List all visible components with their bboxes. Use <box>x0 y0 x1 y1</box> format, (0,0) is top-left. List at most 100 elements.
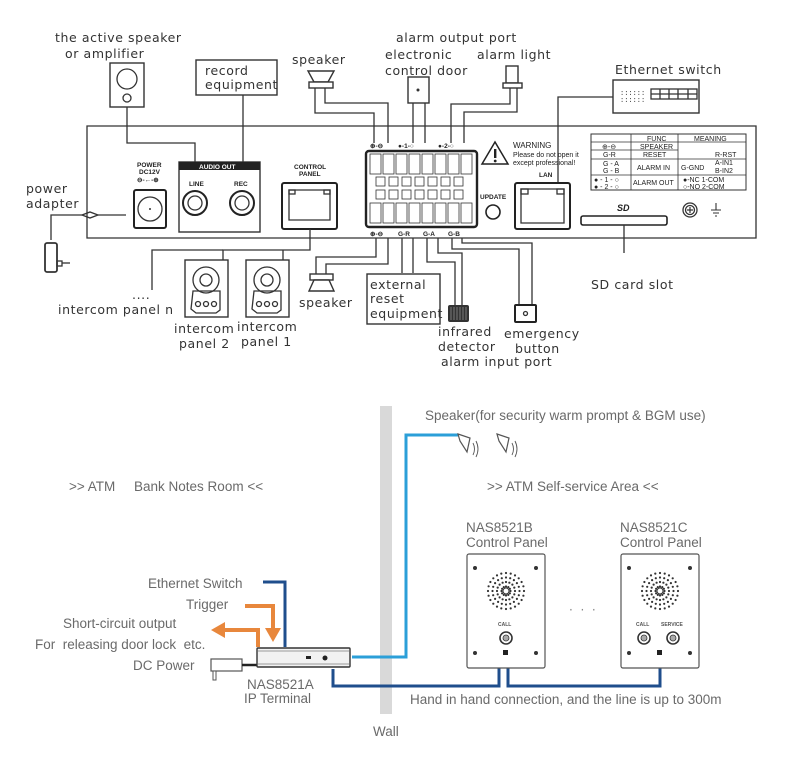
control-panel-c <box>620 553 700 669</box>
terminal-screw-slot <box>382 202 395 224</box>
active-speaker-icon <box>109 62 145 108</box>
speaker-grille-hole <box>655 592 658 595</box>
control-panel-b <box>466 553 546 669</box>
terminal-release-slot <box>440 189 451 200</box>
power-adapter-icon <box>44 242 70 273</box>
label-intercom-panel-1-2: panel 1 <box>241 334 292 349</box>
table-header-meaning: MEANING <box>694 136 727 143</box>
speaker-grille-hole <box>658 580 662 584</box>
record-equipment-box <box>195 59 278 96</box>
emergency-button-icon <box>514 304 537 323</box>
speaker-grille-hole <box>520 580 523 584</box>
speaker-grille-hole <box>650 593 653 596</box>
terminal-release-slot <box>453 176 464 187</box>
ethernet-switch-icon: :::::: :::::: <box>612 79 700 114</box>
call-button-b <box>499 631 513 645</box>
external-reset-box <box>366 273 441 325</box>
warning-text-1: Please do not open it <box>513 152 579 159</box>
speaker-grille-hole <box>509 572 512 575</box>
speaker-grille-hole <box>662 598 665 601</box>
terminal-screw-slot <box>395 202 408 224</box>
speaker-grille-hole <box>492 594 495 597</box>
speaker-grille-hole <box>492 602 495 605</box>
speaker-grille-hole <box>504 576 508 579</box>
ethernet-cable <box>263 580 287 647</box>
label-emergency-1: emergency <box>504 326 580 341</box>
label-alarm-output-port: alarm output port <box>396 30 517 45</box>
table-func-reset: RESET <box>643 152 667 159</box>
speaker-grille-hole <box>511 583 514 586</box>
label-external-reset-3: equipment <box>370 306 443 321</box>
speaker-grille-hole <box>489 580 492 584</box>
label-power-adapter-1: power <box>26 181 68 196</box>
ground-symbol-icon <box>711 203 721 217</box>
terminal-release-slot <box>375 189 386 200</box>
label-service-c: SERVICE <box>661 622 684 628</box>
speaker-grille-hole <box>522 585 525 588</box>
speaker-grille-hole <box>656 586 659 589</box>
intercom-panel-2-icon <box>184 259 229 318</box>
speaker-grille-hole <box>501 587 504 590</box>
speaker-cable <box>352 433 458 659</box>
terminal-label-speaker-bottom: ⊕-⊖ <box>370 231 384 238</box>
speaker-grille-hole <box>504 585 508 588</box>
wire-panel-n <box>151 249 223 290</box>
table-code-speaker: ⊕-⊖ <box>602 144 616 151</box>
terminal-label-speaker-top: ⊕-⊖ <box>370 143 384 150</box>
speaker-grille-hole <box>663 572 666 575</box>
speaker-grille-hole <box>646 585 649 588</box>
speaker-grille-hole <box>676 585 679 588</box>
wire-reset <box>401 238 414 273</box>
table-func-alarm-in: ALARM IN <box>637 165 670 172</box>
speaker-grille-hole <box>512 579 516 582</box>
wall <box>380 406 392 714</box>
terminal-release-slot <box>401 189 412 200</box>
label-electronic-2: control door <box>385 63 468 78</box>
label-panel-b-model: NAS8521B <box>466 520 533 535</box>
label-wall: Wall <box>373 724 399 739</box>
terminal-label-gb: G-B <box>448 231 460 238</box>
speaker-grille-hole <box>522 589 526 593</box>
terminal-release-slot <box>375 176 386 187</box>
speaker-grille-hole <box>515 582 519 585</box>
speaker-grille-hole <box>663 602 666 605</box>
terminal-screw-slot <box>460 153 473 175</box>
speaker-grille-hole <box>669 597 673 601</box>
speaker-grille-hole <box>663 577 666 580</box>
speaker-grille-hole <box>674 580 677 584</box>
wire-alarm-light-2 <box>463 88 518 143</box>
label-intercom-panel-2-1: intercom <box>174 321 234 336</box>
label-infrared-1: infrared <box>438 324 492 339</box>
service-button-c <box>666 631 680 645</box>
label-ethernet-switch-bottom: Ethernet Switch <box>148 576 243 591</box>
speaker-grille-hole <box>492 577 495 580</box>
wire-speaker-top-1 <box>314 88 375 143</box>
alarm-light-icon <box>502 65 523 89</box>
label-door-lock: For releasing door lock etc. <box>35 637 205 652</box>
speaker-grille-hole <box>501 598 504 601</box>
left-area-title: >> ATM Bank Notes Room << <box>69 479 263 494</box>
speaker-grille-hole <box>491 589 494 593</box>
terminal-screw-slot <box>395 153 408 175</box>
speaker-grille-hole <box>489 598 492 602</box>
table-code-alarm2: ● - 2 - ○ <box>594 184 619 191</box>
table-meaning-in2: B-IN2 <box>715 168 733 175</box>
label-audio-out: AUDIO OUT <box>199 164 236 171</box>
terminal-screw-slot <box>434 153 447 175</box>
wire-speaker-line <box>126 107 196 165</box>
infrared-detector-icon <box>448 305 469 322</box>
speaker-grille-hole <box>643 580 646 584</box>
speaker-grille-hole <box>495 605 499 608</box>
terminal-label-alarm2: ●-2-○ <box>438 143 454 150</box>
speaker-grille-hole <box>665 596 668 599</box>
label-ip-terminal-name: IP Terminal <box>244 691 311 706</box>
terminal-label-alarm1: ●-1-○ <box>398 143 414 150</box>
speaker-grille-hole <box>650 586 653 589</box>
speaker-grille-hole <box>667 574 671 577</box>
speaker-grille-hole <box>501 581 504 584</box>
speaker-grille-center <box>656 587 664 595</box>
speaker-grille-hole <box>508 598 511 601</box>
control-panel-port <box>281 182 338 230</box>
wire-speaker-bottom-2 <box>325 238 389 274</box>
speaker-grille-hole <box>655 581 658 584</box>
